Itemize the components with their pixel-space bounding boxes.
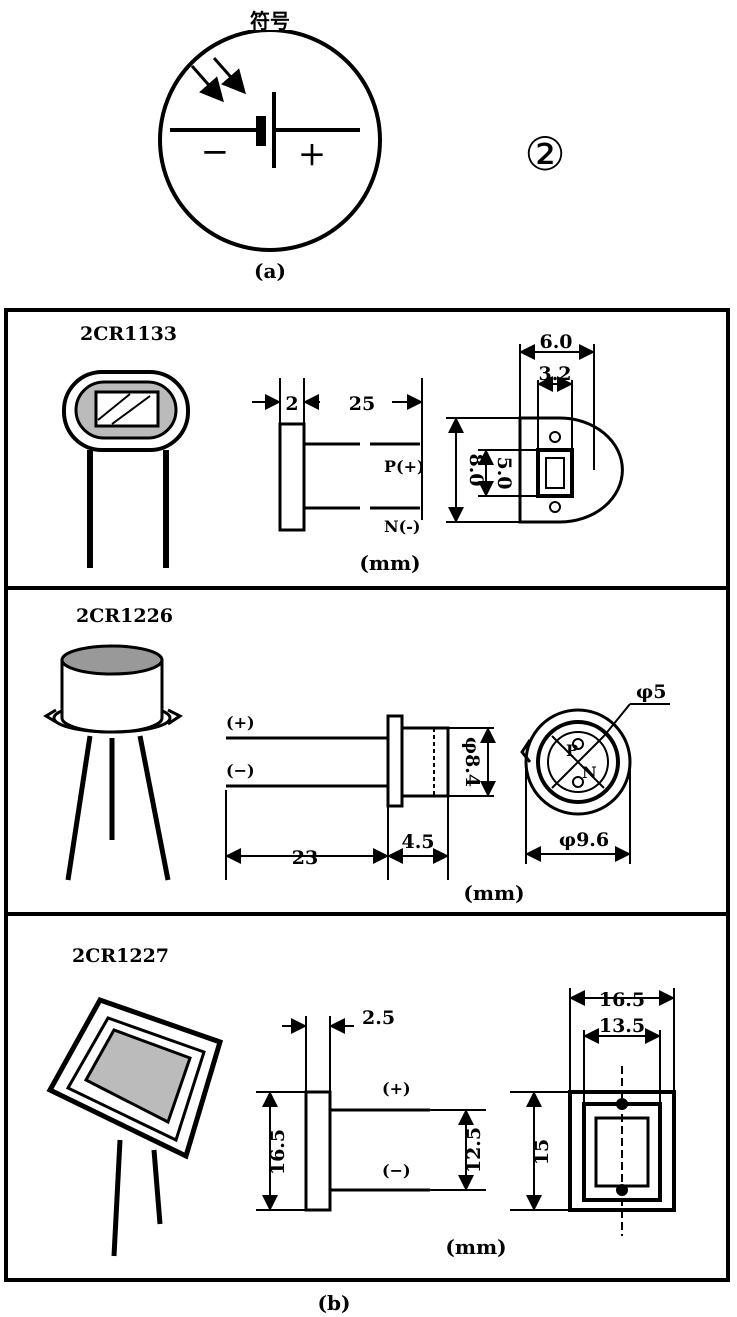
dim-thickness: 2 (285, 393, 298, 415)
pin-minus-label: (−) (226, 761, 255, 780)
symbol-title: 符号 (250, 9, 290, 33)
dim-body-dia: φ8.4 (461, 737, 483, 787)
dim-width: 6.0 (539, 331, 572, 353)
minus-sign: − (201, 132, 230, 172)
photodiode-symbol (170, 92, 360, 168)
front-view-2cr1133 (446, 344, 624, 524)
device-2cr1226-illustration (43, 644, 183, 881)
unit-label: (mm) (463, 881, 524, 905)
dim-inner-height: 15 (531, 1139, 553, 1165)
dim-lead-length: 25 (349, 393, 375, 415)
pin-plus-label: (+) (382, 1079, 411, 1098)
side-view-2cr1226 (225, 714, 496, 880)
model-label: 2CR1133 (80, 323, 177, 345)
dim-inner-width: 3.2 (538, 363, 571, 385)
caption-a: (a) (254, 259, 286, 283)
pin-p-label: P(+) (384, 457, 425, 476)
dim-inner-width: 13.5 (599, 1015, 645, 1037)
device-2cr1227-illustration (46, 996, 224, 1257)
front-view-2cr1227 (510, 988, 676, 1236)
symbol-circle (158, 6, 382, 252)
pin-minus-label: (−) (382, 1161, 411, 1180)
unit-label: (mm) (359, 551, 420, 575)
dim-window-dia: φ5 (636, 681, 666, 703)
pin-plus-label: (+) (226, 713, 255, 732)
circled-number: ② (524, 127, 565, 181)
caption-b: (b) (318, 1291, 351, 1315)
dim-height: 16.5 (267, 1129, 289, 1175)
dim-body-length: 4.5 (401, 831, 434, 853)
light-arrows-icon (190, 57, 246, 103)
pin-n-label: N(-) (384, 517, 420, 536)
pin-p-label: P (566, 741, 578, 760)
dim-outer-width: 16.5 (599, 989, 645, 1011)
dim-pin-spacing: 12.5 (463, 1127, 485, 1173)
model-label: 2CR1227 (72, 945, 169, 967)
dim-thickness: 2.5 (362, 1007, 395, 1029)
side-view-2cr1227 (256, 1016, 486, 1212)
front-view-2cr1226 (520, 703, 670, 864)
unit-label: (mm) (445, 1235, 506, 1259)
figure-b-frame (4, 308, 730, 1282)
plus-sign: + (298, 134, 327, 174)
dim-flange-dia: φ9.6 (559, 829, 609, 851)
dim-height: 8.0 (465, 453, 487, 486)
side-view-2cr1133 (252, 378, 423, 532)
model-label: 2CR1226 (76, 605, 173, 627)
dim-lead-length: 23 (292, 847, 318, 869)
pin-n-label: N (582, 763, 597, 782)
device-2cr1133-illustration (62, 370, 190, 568)
dim-inner-height: 5.0 (493, 456, 515, 489)
